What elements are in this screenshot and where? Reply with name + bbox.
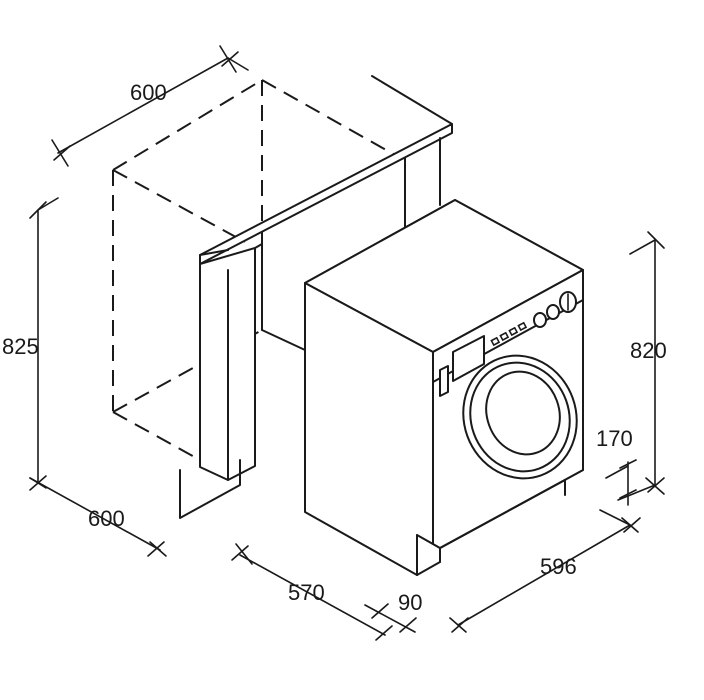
dimension-cabinet-width: 600 <box>51 45 249 167</box>
label-cabinet-height: 825 <box>2 334 39 359</box>
dimension-door-offset: 90 <box>364 590 422 633</box>
display-window <box>452 335 485 382</box>
door <box>462 354 578 480</box>
label-machine-depth: 570 <box>288 580 325 605</box>
control-knobs <box>533 291 577 328</box>
dimension-cabinet-depth: 600 <box>29 477 167 557</box>
dimension-plinth-height: 170 <box>596 426 637 506</box>
detergent-drawer <box>439 365 449 397</box>
cabinet-rear-leg <box>404 137 441 229</box>
label-cabinet-width: 600 <box>130 80 167 105</box>
washing-machine <box>304 199 584 576</box>
label-plinth-height: 170 <box>596 426 633 451</box>
worktop <box>199 75 453 265</box>
label-cabinet-depth: 600 <box>88 506 125 531</box>
dimension-machine-height: 820 <box>617 231 667 501</box>
label-door-offset: 90 <box>398 590 422 615</box>
dimension-machine-depth: 570 <box>231 543 393 641</box>
label-machine-height: 820 <box>630 338 667 363</box>
program-buttons <box>490 321 528 347</box>
dimension-machine-width: 596 <box>449 509 641 633</box>
label-machine-width: 596 <box>540 554 577 579</box>
cabinet-side-panel <box>179 243 306 519</box>
dimension-cabinet-height: 825 <box>2 197 59 491</box>
